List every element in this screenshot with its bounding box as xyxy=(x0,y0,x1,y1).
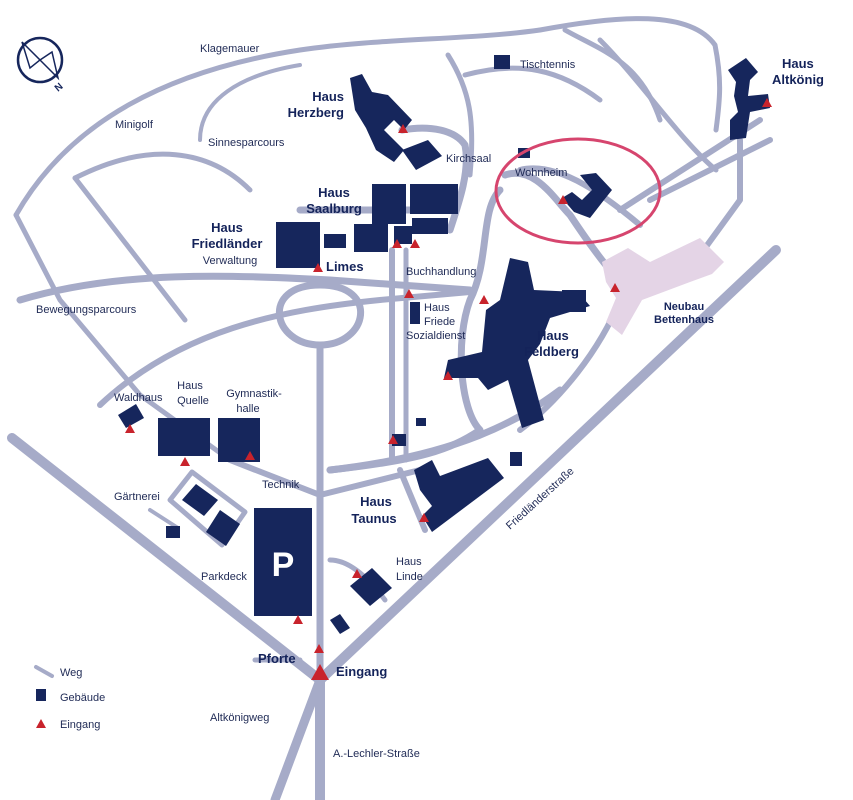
label-wohnheim: Wohnheim xyxy=(515,167,567,179)
label-haus-herzberg-1: Haus xyxy=(312,89,344,104)
legend-gebaeude: Gebäude xyxy=(60,692,105,704)
label-parkdeck: Parkdeck xyxy=(201,571,247,583)
label-neubau-1: Neubau xyxy=(664,301,704,313)
neubau-bettenhaus-footprint xyxy=(602,238,724,335)
label-haus-linde-2: Linde xyxy=(396,571,423,583)
label-gymnastik-2: halle xyxy=(236,403,259,415)
label-haus-saalburg-1: Haus xyxy=(318,185,350,200)
label-haus-friedlaender-2: Friedländer xyxy=(192,236,263,251)
entrances-layer xyxy=(36,98,772,728)
label-haus-quelle-2: Quelle xyxy=(177,395,209,407)
label-haus-saalburg-2: Saalburg xyxy=(306,201,362,216)
legend-eingang: Eingang xyxy=(60,719,100,731)
label-haus-friede-2: Friede xyxy=(424,316,455,328)
label-haus-friede-1: Haus xyxy=(424,302,450,314)
label-haus-taunus-1: Haus xyxy=(360,494,392,509)
label-lechler-strasse: A.-Lechler-Straße xyxy=(333,748,420,760)
label-gaertnerei: Gärtnerei xyxy=(114,491,160,503)
label-haus-feldberg-1: Haus xyxy=(537,328,569,343)
compass-letter: N xyxy=(53,81,66,94)
label-eingang: Eingang xyxy=(336,664,387,679)
label-haus-altkoenig-2: Altkönig xyxy=(772,72,824,87)
label-minigolf: Minigolf xyxy=(115,119,154,131)
label-verwaltung: Verwaltung xyxy=(203,255,257,267)
label-buchhandlung: Buchhandlung xyxy=(406,266,476,278)
parking-icon: P xyxy=(272,546,295,584)
legend: Weg Gebäude Eingang xyxy=(36,667,105,731)
label-haus-taunus-2: Taunus xyxy=(351,511,396,526)
label-kirchsaal: Kirchsaal xyxy=(446,153,491,165)
label-pforte: Pforte xyxy=(258,651,296,666)
label-haus-herzberg-2: Herzberg xyxy=(288,105,344,120)
label-haus-friedlaender-1: Haus xyxy=(211,220,243,235)
label-neubau-2: Bettenhaus xyxy=(654,314,714,326)
wohnheim-highlight-ring xyxy=(494,137,662,245)
label-haus-feldberg-2: Feldberg xyxy=(524,344,579,359)
label-waldhaus: Waldhaus xyxy=(114,392,163,404)
label-klagemauer: Klagemauer xyxy=(200,43,260,55)
label-gymnastik-1: Gymnastik- xyxy=(226,388,282,400)
legend-weg: Weg xyxy=(60,667,82,679)
label-bewegungsparcours: Bewegungsparcours xyxy=(36,304,137,316)
label-haus-quelle-1: Haus xyxy=(177,380,203,392)
label-haus-altkoenig-1: Haus xyxy=(782,56,814,71)
label-tischtennis: Tischtennis xyxy=(520,59,576,71)
label-haus-linde-1: Haus xyxy=(396,556,422,568)
label-sozialdienst: Sozialdienst xyxy=(406,330,465,342)
legend-building-swatch xyxy=(36,689,46,701)
paths-layer xyxy=(7,16,781,800)
label-altkoenigweg: Altkönigweg xyxy=(210,712,269,724)
label-limes: Limes xyxy=(326,259,364,274)
label-sinnesparcours: Sinnesparcours xyxy=(208,137,285,149)
label-technik: Technik xyxy=(262,479,300,491)
compass-rose-icon: N xyxy=(16,36,66,94)
